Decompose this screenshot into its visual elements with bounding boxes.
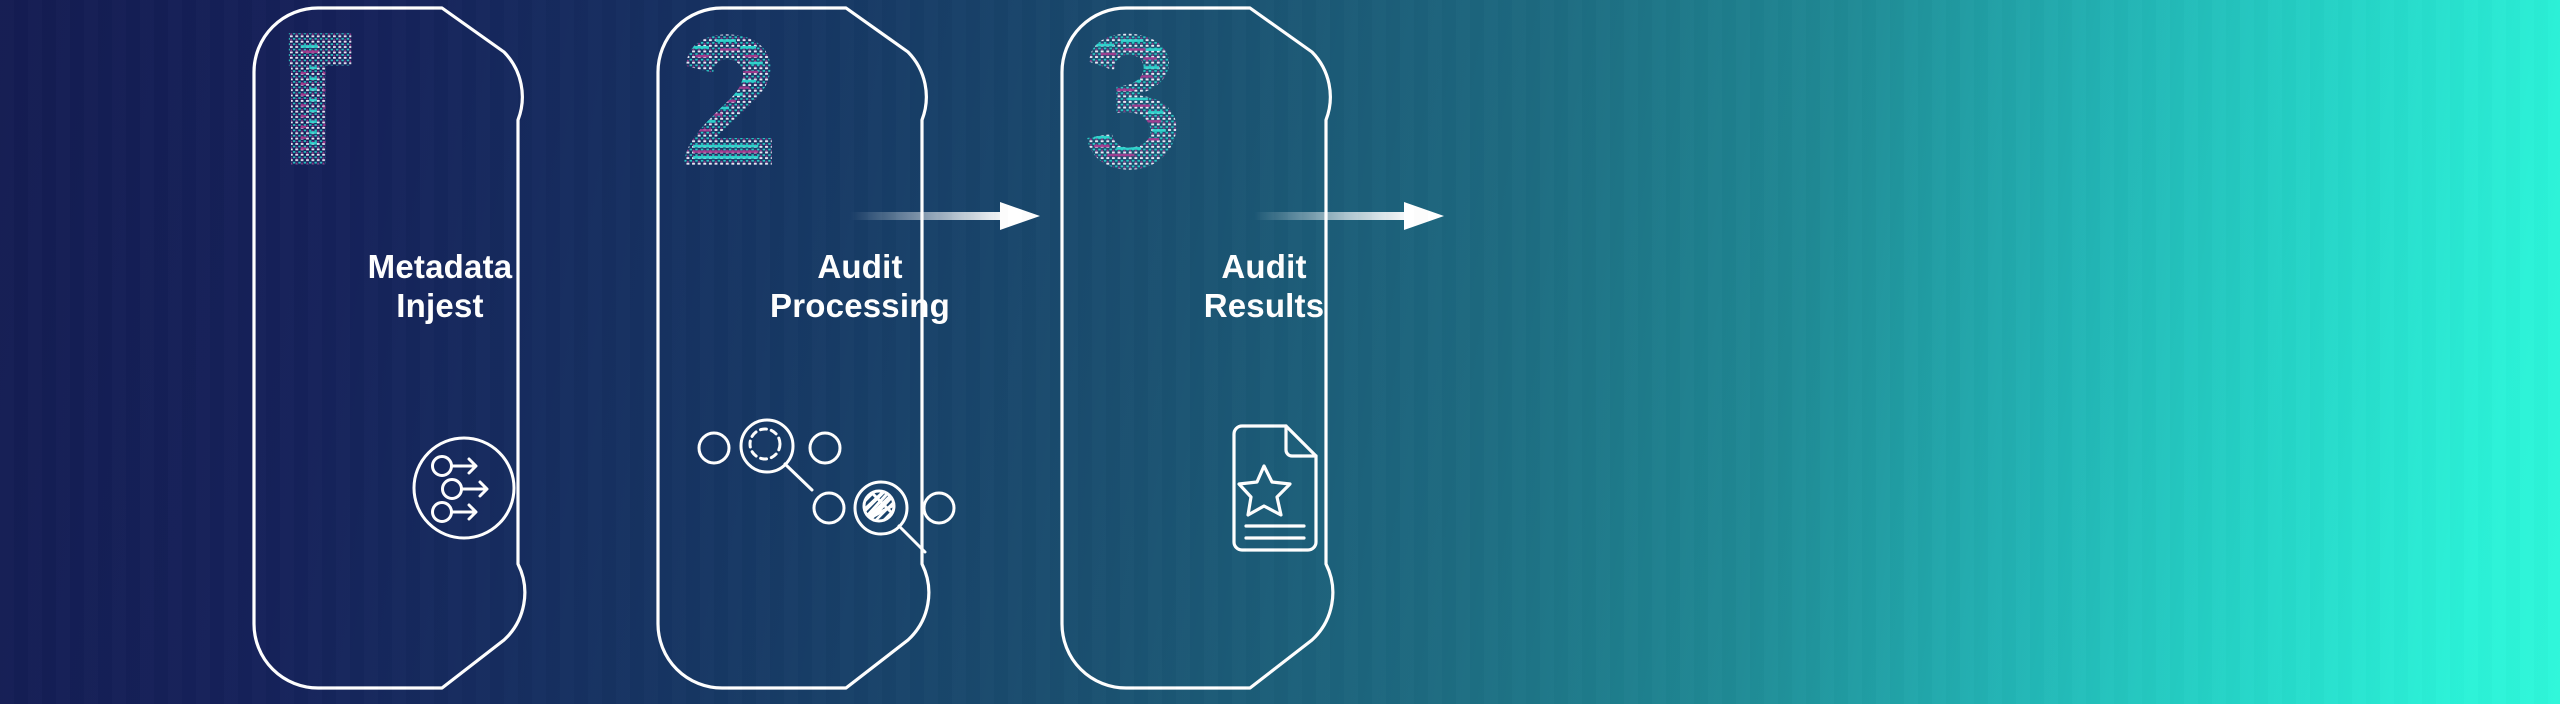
- step-numeral-1: [268, 30, 398, 170]
- step-title-1: Metadata Injest: [367, 248, 513, 324]
- step-numeral-2: [672, 28, 802, 174]
- distribute-arrows-icon: [404, 428, 524, 548]
- card-outline-2: [656, 6, 931, 690]
- process-step-card-2[interactable]: Audit Processing: [650, 0, 1120, 704]
- step-title-3: Audit Results: [1203, 248, 1325, 324]
- magnifier-inspection-icon: [694, 398, 956, 598]
- process-step-card-3[interactable]: Audit Results: [1054, 0, 1524, 704]
- connector-arrow-2: [1254, 196, 1454, 236]
- step-title-2: Audit Processing: [770, 248, 950, 324]
- card-outline-1: [252, 6, 527, 690]
- document-star-icon: [1224, 420, 1334, 560]
- connector-arrow-1: [850, 196, 1050, 236]
- card-outline-3: [1060, 6, 1335, 690]
- step-numeral-3: [1076, 28, 1204, 174]
- process-step-card-1[interactable]: Metadata Injest: [246, 0, 716, 704]
